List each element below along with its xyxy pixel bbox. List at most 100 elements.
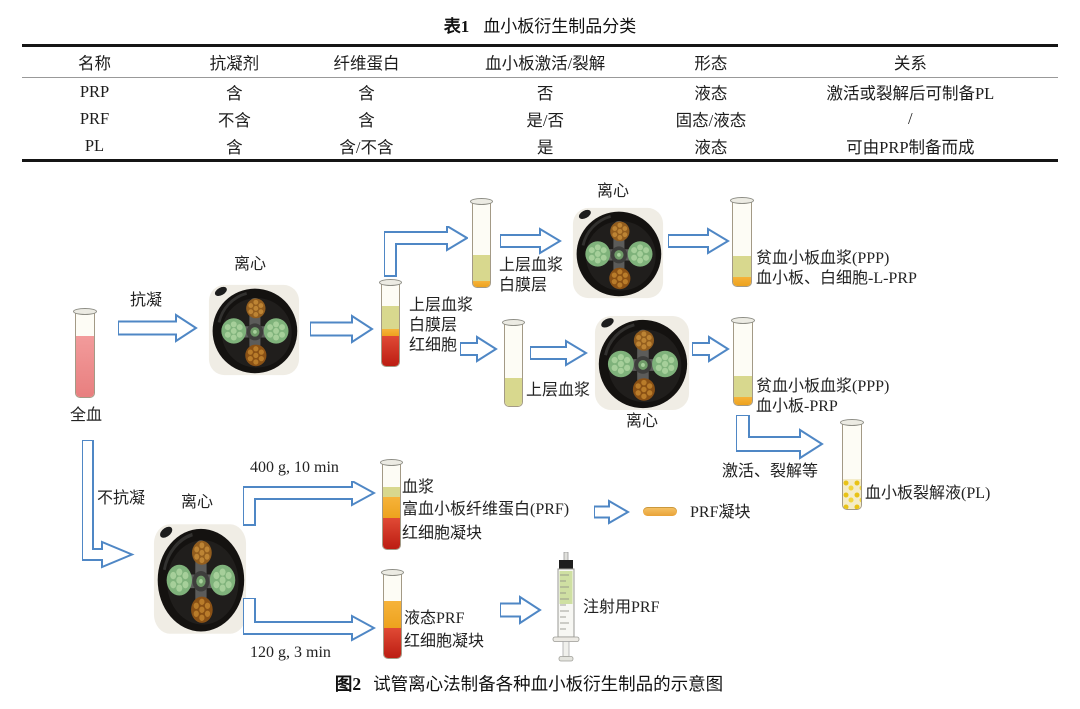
tube-rim [73, 308, 97, 315]
table-cell: PRP [79, 81, 110, 101]
centrifuge-4 [153, 522, 247, 636]
tube-whole-blood [73, 308, 97, 398]
table-row-prf: PRF 不含 含 是/否 固态/液态 / [22, 105, 1058, 132]
label-injectable-prf: 注射用PRF [583, 599, 660, 616]
arrow-upper-plasma-to-centrifuge3 [530, 339, 588, 367]
table-cell: 液态 [694, 137, 728, 157]
table-row-pl: PL 含 含/不含 是 液态 可由PRP制备而成 [22, 132, 1058, 161]
table-cell: PRF [79, 108, 110, 128]
label-prp: 血小板-PRP [756, 398, 838, 415]
label-buffy-coat: 白膜层 [409, 317, 458, 334]
tube-rim [502, 319, 525, 326]
arrow-elbow-400g [243, 481, 376, 527]
centrifuge-rotor-image [208, 284, 300, 376]
syringe-image [551, 552, 581, 664]
label-non-anticoagulated: 不抗凝 [97, 490, 146, 507]
prf-layer [383, 497, 400, 518]
label-prf-clot: PRF凝块 [690, 504, 751, 521]
label-speed-120: 120 g, 3 min [250, 644, 331, 661]
liquid-prf-layer [384, 601, 401, 628]
arrow-plasma-tube-to-centrifuge2 [500, 227, 562, 255]
table-cell: 含 [358, 83, 375, 103]
header-name: 名称 [22, 45, 168, 78]
table-cell: PL [84, 135, 105, 155]
tube-rim [380, 459, 403, 466]
tube-plasma-buffy [470, 198, 493, 288]
table-cell: 否 [536, 83, 554, 103]
plasma-layer [382, 306, 399, 329]
header-fibrin: 纤维蛋白 [301, 45, 432, 78]
arrow-centrifuge1-out [310, 314, 374, 344]
pl-lysate-layer [843, 479, 861, 509]
label-speed-400: 400 g, 10 min [250, 459, 339, 476]
label-pl: 血小板裂解液(PL) [865, 485, 991, 502]
label-liquid-prf: 液态PRF [404, 610, 465, 627]
table-cell: 可由PRP制备而成 [846, 137, 975, 157]
arrow-elbow-120g [243, 598, 376, 646]
buffy-coat-layer [473, 281, 490, 287]
arrow-elbow-down-activation [736, 415, 824, 463]
centrifuge-1 [208, 283, 300, 377]
tube-upper-plasma [502, 319, 525, 407]
arrow-to-syringe [500, 595, 542, 625]
table-cell: 含 [226, 137, 243, 157]
label-upper-plasma: 上层血浆 [409, 297, 474, 314]
label-prf: 富血小板纤维蛋白(PRF) [402, 501, 570, 518]
table-cell: / [908, 108, 913, 128]
label-centrifuge-1: 离心 [233, 256, 266, 273]
tube-rim [840, 419, 864, 426]
figure-caption-label: 图2 [334, 674, 362, 694]
platelet-layer [734, 397, 752, 405]
tube-liquid-prf [381, 569, 404, 659]
arrow-to-prf-clot [594, 499, 630, 525]
table-cell: 不含 [217, 110, 251, 130]
tube-rim [381, 569, 404, 576]
centrifuge-rotor-image [594, 315, 690, 411]
ppp-layer [733, 256, 751, 277]
label-centrifuge-4: 离心 [180, 494, 213, 511]
tube-pl [840, 419, 864, 510]
header-activation: 血小板激活/裂解 [431, 45, 660, 78]
arrow-elbow-up-to-plasma-tube [384, 226, 468, 278]
label-rbc-clot: 红细胞凝块 [404, 633, 485, 650]
rbc-layer [382, 336, 399, 366]
table-cell: 液态 [694, 83, 728, 103]
label-upper-plasma: 上层血浆 [526, 382, 591, 399]
label-upper-plasma: 上层血浆 [499, 257, 564, 274]
rbc-clot-layer [384, 628, 401, 658]
label-ppp: 贫血小板血浆(PPP) [756, 378, 890, 395]
arrow-centrifuge2-out [668, 227, 730, 255]
table-cell: 含/不含 [339, 137, 394, 157]
plasma-layer [383, 487, 400, 497]
arrow-elbow-no-anticoag [82, 440, 136, 572]
table-cell: 含 [226, 83, 243, 103]
arrow-anticoag-right [118, 313, 198, 343]
whole-blood-layer [76, 336, 94, 397]
tube-prp-result [731, 317, 755, 406]
tube-rim [730, 197, 754, 204]
arrow-to-upper-plasma-tube [460, 335, 498, 363]
tube-rim [379, 279, 402, 286]
tube-rim [731, 317, 755, 324]
tube-prf-400g [380, 459, 403, 550]
label-buffy-coat: 白膜层 [499, 277, 548, 294]
tube-rim [470, 198, 493, 205]
table-cell: 含 [358, 110, 375, 130]
platelet-layer [733, 277, 751, 286]
rbc-clot-layer [383, 518, 400, 549]
tube-separated-blood [379, 279, 402, 367]
arrow-centrifuge3-out [692, 335, 730, 363]
table-cell: 激活或裂解后可制备PL [826, 83, 995, 103]
table-header-row: 名称 抗凝剂 纤维蛋白 血小板激活/裂解 形态 关系 [22, 45, 1058, 78]
table-title-text: 血小板衍生制品分类 [483, 17, 637, 36]
table-cell: 是 [536, 137, 554, 157]
table-cell: 是/否 [526, 110, 564, 130]
centrifuge-2 [572, 206, 664, 300]
header-form: 形态 [659, 45, 763, 78]
classification-table: 名称 抗凝剂 纤维蛋白 血小板激活/裂解 形态 关系 PRP 含 含 否 液态 … [22, 44, 1058, 162]
tube-l-prp-result [730, 197, 754, 287]
